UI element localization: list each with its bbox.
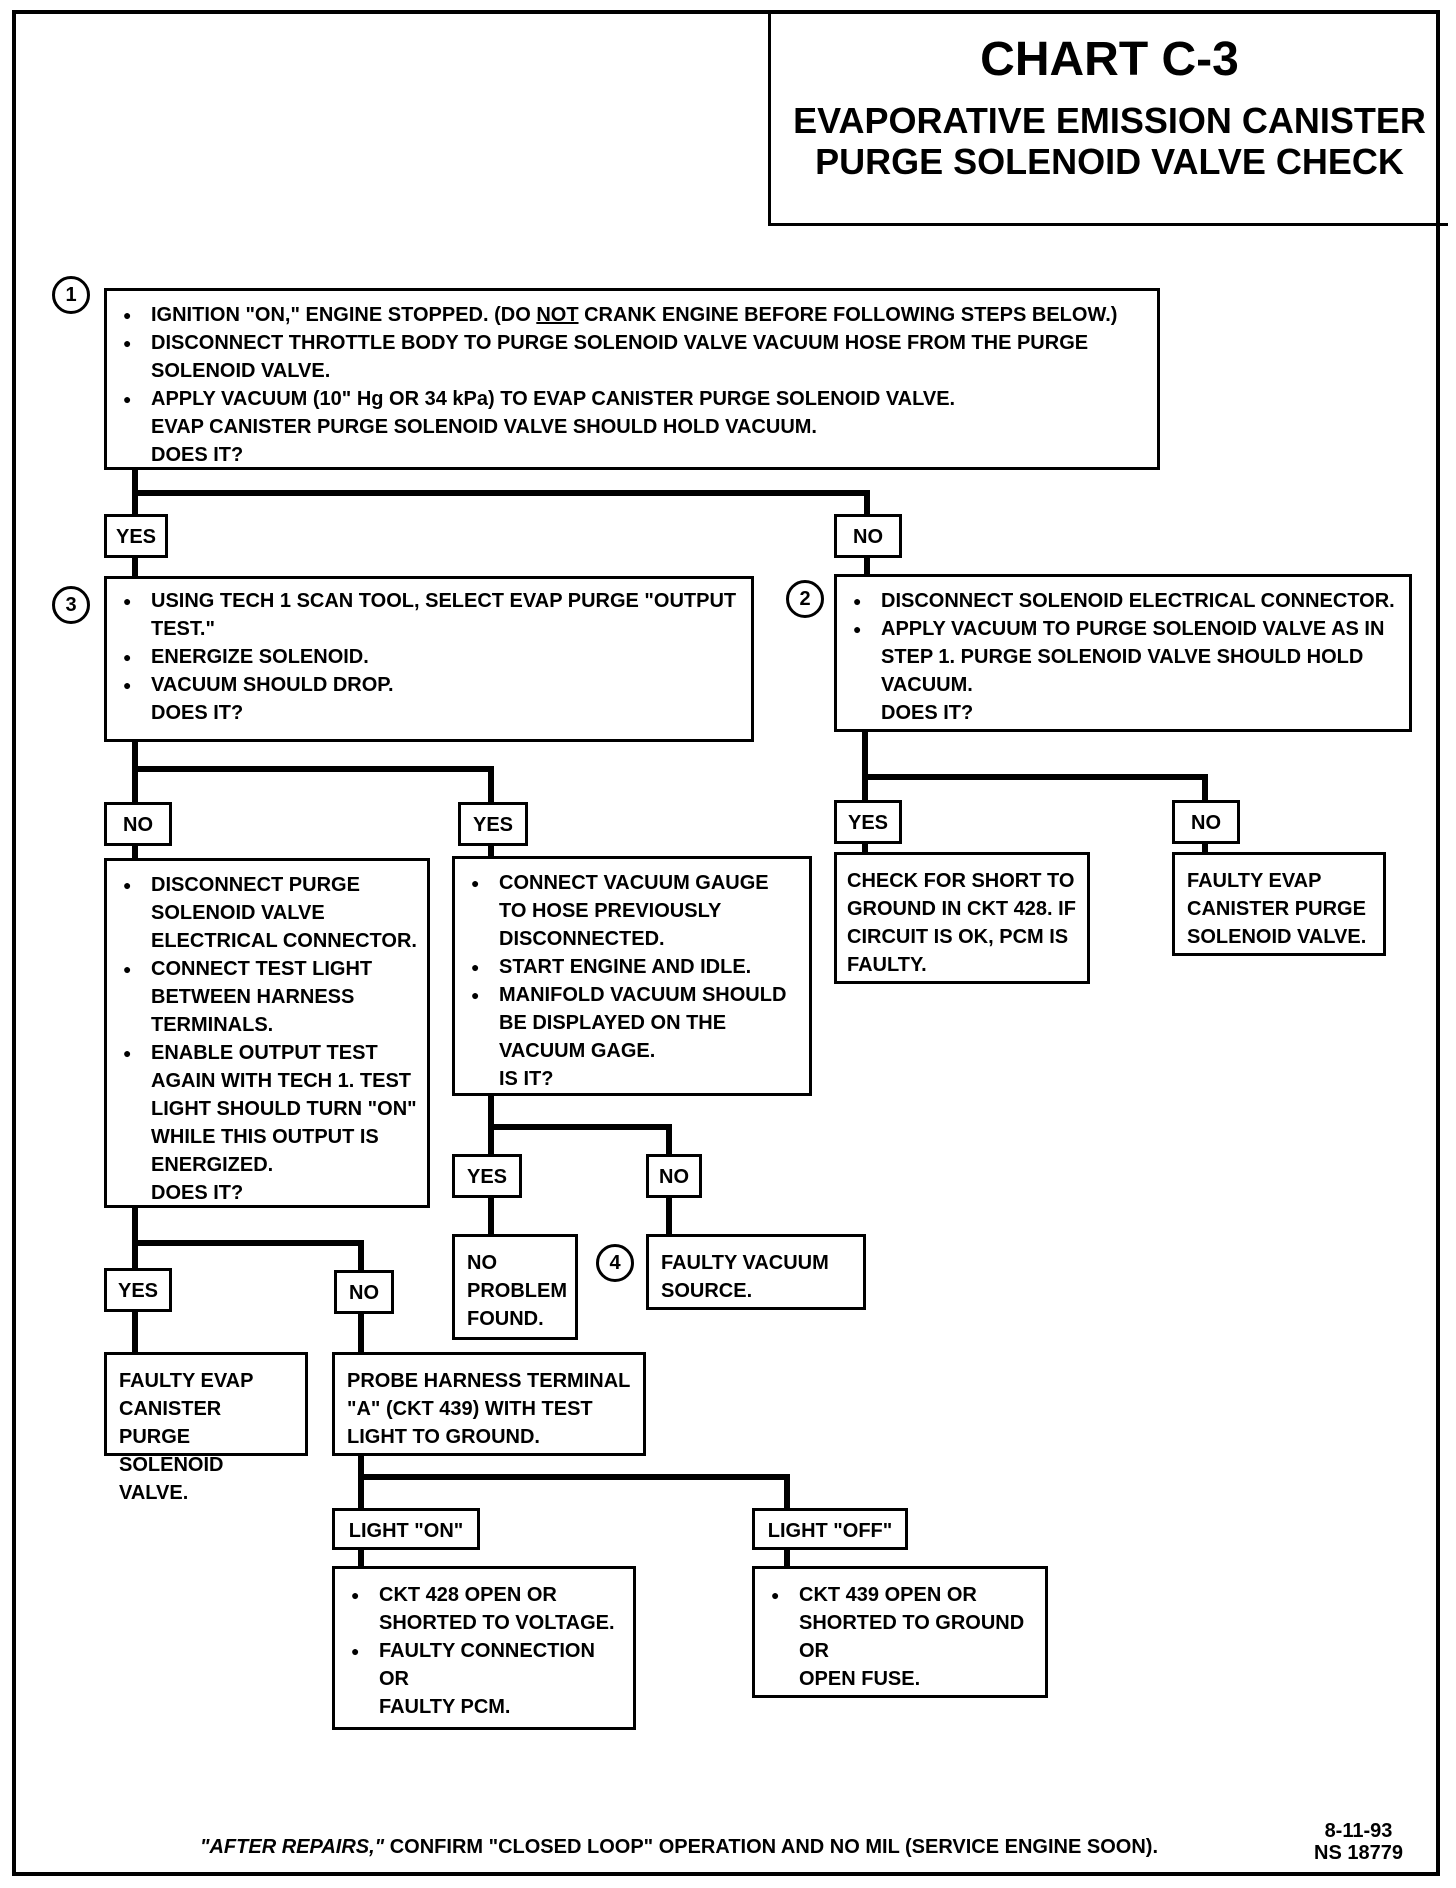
gauge-yes-label: YES <box>452 1154 522 1198</box>
step-2-marker: 2 <box>786 580 824 618</box>
connector <box>488 842 494 858</box>
short-to-ground-box: CHECK FOR SHORT TO GROUND IN CKT 428. IF… <box>834 852 1090 984</box>
step-1-bullet-apply-vacuum: APPLY VACUUM (10" Hg OR 34 kPa) TO EVAP … <box>119 385 1147 413</box>
connector <box>132 740 138 806</box>
step-2-bullet-disconnect: DISCONNECT SOLENOID ELECTRICAL CONNECTOR… <box>849 587 1399 615</box>
connector <box>132 766 494 772</box>
test-light-bullet-connect: CONNECT TEST LIGHT BETWEEN HARNESS TERMI… <box>119 955 417 1039</box>
connector <box>358 1452 364 1510</box>
step-3-bullet-scan-tool: USING TECH 1 SCAN TOOL, SELECT EVAP PURG… <box>119 587 741 643</box>
step-3-question: DOES IT? <box>151 702 244 724</box>
gauge-bullet-start: START ENGINE AND IDLE. <box>467 953 799 981</box>
connector <box>132 554 138 576</box>
step-1-marker: 1 <box>52 276 90 314</box>
connector <box>864 490 870 518</box>
step-2-bullet-apply-vacuum: APPLY VACUUM TO PURGE SOLENOID VALVE AS … <box>849 615 1399 699</box>
test-light-box: DISCONNECT PURGE SOLENOID VALVE ELECTRIC… <box>104 858 430 1208</box>
connector <box>864 554 870 576</box>
faulty-solenoid-left-box: FAULTY EVAP CANISTER PURGE SOLENOID VALV… <box>104 1352 308 1504</box>
step-2-box: DISCONNECT SOLENOID ELECTRICAL CONNECTOR… <box>834 574 1412 732</box>
step-2-yes-label: YES <box>834 800 902 844</box>
step-1-expectation: EVAP CANISTER PURGE SOLENOID VALVE SHOUL… <box>151 416 817 438</box>
light-on-result-box: CKT 428 OPEN OR SHORTED TO VOLTAGE. FAUL… <box>332 1566 636 1730</box>
test-light-question: DOES IT? <box>151 1182 244 1204</box>
gauge-question: IS IT? <box>499 1068 554 1090</box>
step-4-marker: 4 <box>596 1244 634 1282</box>
connector <box>488 1192 494 1236</box>
connector <box>132 490 870 496</box>
connector <box>488 1124 672 1130</box>
connector <box>358 1306 364 1354</box>
step-1-question: DOES IT? <box>151 444 244 466</box>
connector <box>488 766 494 806</box>
test-light-no-label: NO <box>334 1270 394 1314</box>
document-number: NS 18779 <box>1314 1842 1403 1864</box>
light-off-label: LIGHT "OFF" <box>752 1508 908 1550</box>
vacuum-gauge-box: CONNECT VACUUM GAUGE TO HOSE PREVIOUSLY … <box>452 856 812 1096</box>
step-1-box: IGNITION "ON," ENGINE STOPPED. (DO NOT C… <box>104 288 1160 470</box>
document-date: 8-11-93 <box>1324 1820 1393 1842</box>
connector <box>862 840 868 854</box>
gauge-bullet-connect: CONNECT VACUUM GAUGE TO HOSE PREVIOUSLY … <box>467 869 799 953</box>
connector <box>132 842 138 860</box>
footer-note: "AFTER REPAIRS," CONFIRM "CLOSED LOOP" O… <box>200 1836 1158 1858</box>
document-id: 8-11-93 NS 18779 <box>1314 1820 1403 1864</box>
test-light-yes-label: YES <box>104 1268 172 1312</box>
connector <box>132 1240 364 1246</box>
test-light-bullet-disconnect: DISCONNECT PURGE SOLENOID VALVE ELECTRIC… <box>119 871 417 955</box>
step-3-bullet-vacuum-drop: VACUUM SHOULD DROP. <box>119 671 741 699</box>
connector <box>132 1206 138 1268</box>
connector <box>1202 840 1208 854</box>
test-light-bullet-enable: ENABLE OUTPUT TEST AGAIN WITH TECH 1. TE… <box>119 1039 417 1179</box>
faulty-solenoid-right-box: FAULTY EVAP CANISTER PURGE SOLENOID VALV… <box>1172 852 1386 956</box>
connector <box>666 1124 672 1156</box>
faulty-vacuum-source-box: FAULTY VACUUM SOURCE. <box>646 1234 866 1310</box>
connector <box>784 1546 790 1566</box>
chart-number: CHART C-3 <box>980 33 1239 86</box>
step-1-bullet-ignition: IGNITION "ON," ENGINE STOPPED. (DO NOT C… <box>119 301 1147 329</box>
connector <box>358 1546 364 1566</box>
step-2-question: DOES IT? <box>881 702 974 724</box>
chart-title-block: CHART C-3 EVAPORATIVE EMISSION CANISTER … <box>768 10 1448 226</box>
connector <box>784 1474 790 1510</box>
light-off-result-box: CKT 439 OPEN OR SHORTED TO GROUND OR OPE… <box>752 1566 1048 1698</box>
gauge-no-label: NO <box>646 1154 702 1198</box>
chart-title-line-1: EVAPORATIVE EMISSION CANISTER <box>793 99 1426 141</box>
step-3-box: USING TECH 1 SCAN TOOL, SELECT EVAP PURG… <box>104 576 754 742</box>
gauge-bullet-manifold: MANIFOLD VACUUM SHOULD BE DISPLAYED ON T… <box>467 981 799 1065</box>
light-on-bullet-ckt428: CKT 428 OPEN OR SHORTED TO VOLTAGE. <box>347 1581 623 1637</box>
connector <box>358 1474 790 1480</box>
chart-title-line-2: PURGE SOLENOID VALVE CHECK <box>815 141 1404 183</box>
step-1-bullet-disconnect: DISCONNECT THROTTLE BODY TO PURGE SOLENO… <box>119 329 1147 385</box>
step-3-marker: 3 <box>52 586 90 624</box>
step-3-bullet-energize: ENERGIZE SOLENOID. <box>119 643 741 671</box>
light-on-bullet-connection: FAULTY CONNECTION <box>347 1637 623 1665</box>
connector <box>358 1240 364 1270</box>
no-problem-box: NO PROBLEM FOUND. <box>452 1234 578 1340</box>
light-on-label: LIGHT "ON" <box>332 1508 480 1550</box>
connector <box>132 1304 138 1354</box>
light-off-fuse: OPEN FUSE. <box>799 1668 921 1690</box>
connector <box>666 1192 672 1236</box>
probe-harness-box: PROBE HARNESS TERMINAL "A" (CKT 439) WIT… <box>332 1352 646 1456</box>
connector <box>1202 774 1208 804</box>
connector <box>862 774 1208 780</box>
step-1-no-label: NO <box>834 514 902 558</box>
light-on-pcm: FAULTY PCM. <box>379 1696 511 1718</box>
step-1-yes-label: YES <box>104 514 168 558</box>
light-on-or: OR <box>379 1668 409 1690</box>
step-3-no-label: NO <box>104 802 172 846</box>
connector <box>862 730 868 804</box>
step-2-no-label: NO <box>1172 800 1240 844</box>
page-frame <box>12 10 1440 1876</box>
light-off-bullet-ckt439: CKT 439 OPEN OR SHORTED TO GROUND <box>767 1581 1035 1637</box>
step-3-yes-label: YES <box>458 802 528 846</box>
light-off-or: OR <box>799 1640 829 1662</box>
